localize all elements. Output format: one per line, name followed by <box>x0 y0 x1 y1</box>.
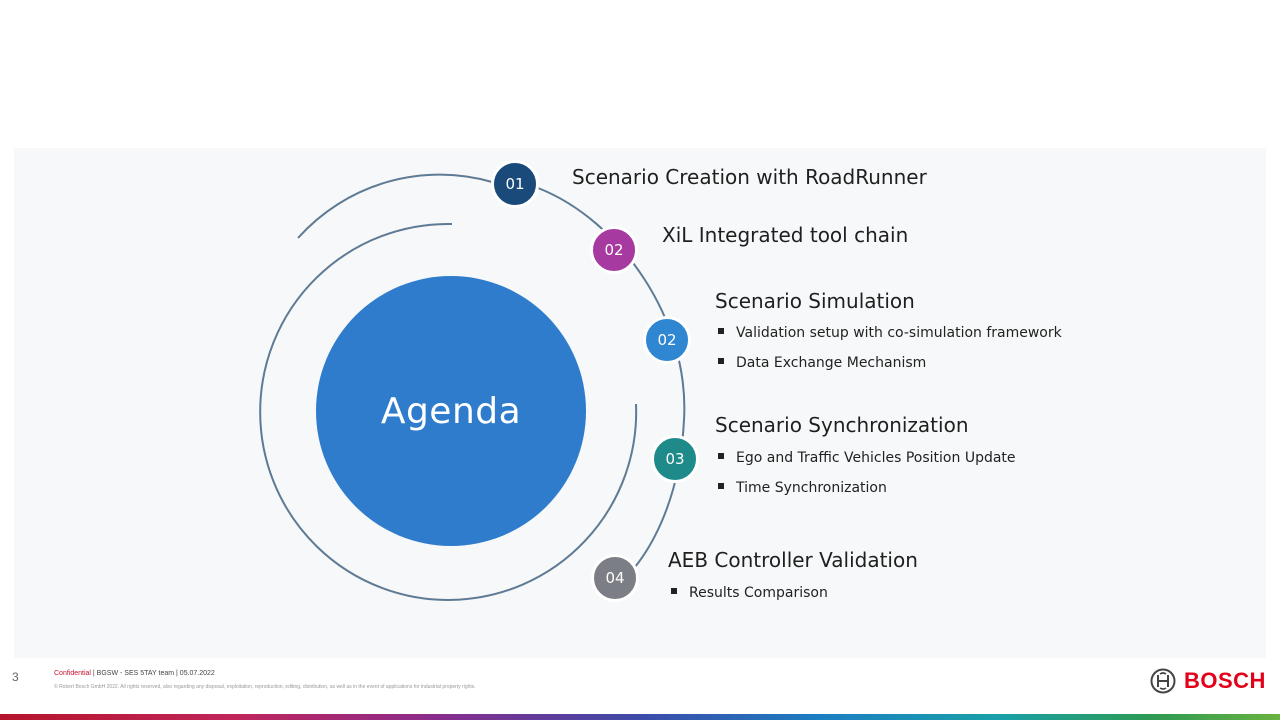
agenda-item-title-1: Scenario Creation with RoadRunner <box>572 165 927 189</box>
confidential-details: | BGSW - SES 5TAY team | 05.07.2022 <box>90 670 215 677</box>
agenda-circle: Agenda <box>316 276 586 546</box>
agenda-bullet: Results Comparison <box>671 585 828 601</box>
badge-number: 02 <box>657 331 677 349</box>
badge-number: 04 <box>605 569 625 587</box>
agenda-item-title-2: XiL Integrated tool chain <box>662 223 909 247</box>
agenda-bullet: Data Exchange Mechanism <box>718 355 926 371</box>
badge-number: 02 <box>604 241 624 259</box>
legal-notice: © Robert Bosch GmbH 2022. All rights res… <box>54 684 476 690</box>
confidentiality-line: Confidential | BGSW - SES 5TAY team | 05… <box>54 670 215 677</box>
agenda-item-title-3: Scenario Simulation <box>715 289 915 313</box>
agenda-item-title-5: AEB Controller Validation <box>668 548 918 572</box>
confidential-label: Confidential <box>54 670 91 677</box>
agenda-item-title-4: Scenario Synchronization <box>715 413 969 437</box>
agenda-bullet: Ego and Traffic Vehicles Position Update <box>718 450 1016 466</box>
outer-arc <box>297 173 493 239</box>
brand-color-bar <box>0 714 1280 720</box>
page-number: 3 <box>12 670 19 684</box>
agenda-badge-02b: 02 <box>643 316 691 364</box>
agenda-badge-04: 04 <box>591 554 639 602</box>
agenda-badge-03: 03 <box>651 435 699 483</box>
bosch-armature-icon <box>1150 668 1176 694</box>
bosch-logo: BOSCH <box>1150 668 1266 694</box>
agenda-bullet: Validation setup with co-simulation fram… <box>718 325 1062 341</box>
agenda-bullet: Time Synchronization <box>718 480 887 496</box>
agenda-label: Agenda <box>380 390 522 432</box>
agenda-badge-01: 01 <box>491 160 539 208</box>
badge-number: 01 <box>505 175 525 193</box>
content-band <box>14 148 1266 658</box>
middle-ring <box>259 222 638 601</box>
badge-number: 03 <box>665 450 685 468</box>
bosch-wordmark: BOSCH <box>1184 668 1266 693</box>
agenda-badge-02a: 02 <box>590 226 638 274</box>
